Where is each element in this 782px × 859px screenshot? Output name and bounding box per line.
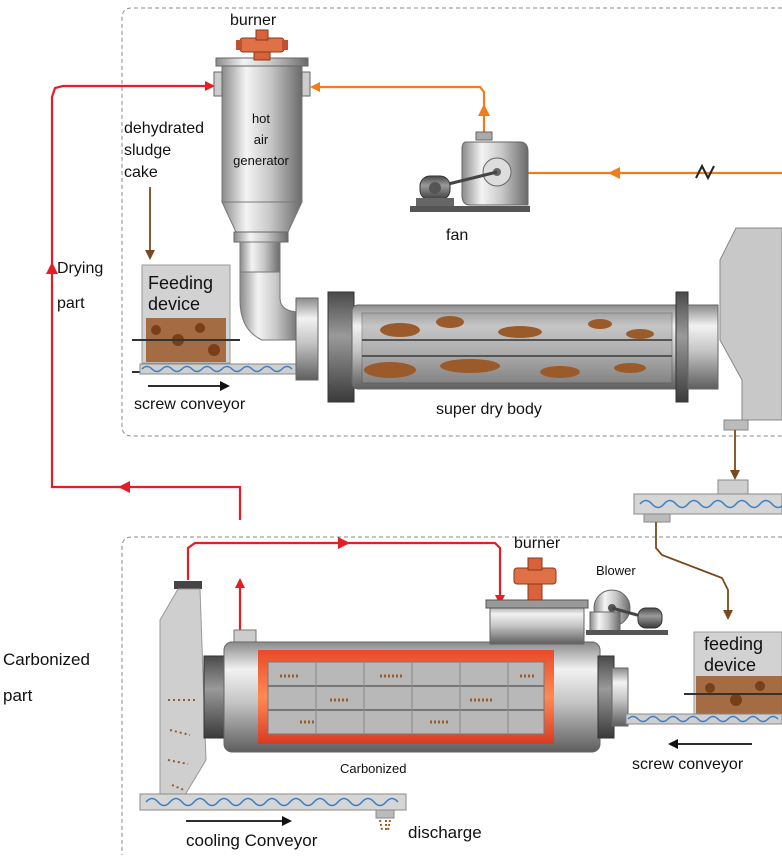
screw-conveyor-top-label: screw conveyor xyxy=(134,396,246,413)
discharge-label: discharge xyxy=(408,823,482,842)
discharge-chamber-top xyxy=(719,227,782,431)
blower-label: Blower xyxy=(596,563,636,578)
feeding-device-top xyxy=(132,264,240,373)
sludge-label-3: cake xyxy=(124,164,158,181)
hot-air-label-2: air xyxy=(254,132,269,147)
burner-icon xyxy=(236,29,288,61)
blower-icon xyxy=(586,589,668,635)
hot-air-generator xyxy=(213,57,311,341)
carbonizer-line-arrow xyxy=(338,537,350,549)
feeding-device-bottom xyxy=(684,631,782,721)
burner-icon xyxy=(513,557,557,601)
sludge-label-1: dehydrated xyxy=(124,120,204,137)
fan-up-arrow xyxy=(478,104,490,116)
carbonizer-inlet-chute xyxy=(159,581,207,801)
carbonized-section-border xyxy=(121,536,782,855)
hot-air-label-1: hot xyxy=(252,111,270,126)
hot-air-return-arrow-left xyxy=(118,481,130,493)
feeding-device-top-label-2: device xyxy=(148,294,200,314)
cooling-conveyor-label: cooling Conveyor xyxy=(186,831,318,850)
transfer-drop-line xyxy=(655,522,733,620)
burner-top-label: burner xyxy=(230,12,277,29)
drying-part-label-2: part xyxy=(57,295,85,312)
carbonizer-burner-housing xyxy=(485,599,589,645)
hot-air-return-arrow-up xyxy=(46,262,58,274)
fan-return-arrow xyxy=(608,167,620,179)
screw-conveyor-bottom xyxy=(625,713,782,725)
sludge-label-2: sludge xyxy=(124,142,171,159)
feeding-device-bottom-label-1: feeding xyxy=(704,634,763,654)
screw-conveyor-top xyxy=(139,363,301,375)
drying-section-border xyxy=(121,7,782,437)
check-valve-icon xyxy=(695,163,715,181)
cooling-conveyor xyxy=(139,793,407,832)
carbonized-part-label-2: part xyxy=(3,686,33,705)
carbonizer-to-burner-line xyxy=(186,541,505,605)
burner-bottom-label: burner xyxy=(514,535,561,552)
fan-label: fan xyxy=(446,227,468,244)
super-dry-body-label: super dry body xyxy=(436,401,542,418)
centrifugal-fan-icon xyxy=(410,131,530,212)
feeding-device-top-label-1: Feeding xyxy=(148,273,213,293)
transfer-screw-conveyor xyxy=(633,479,782,523)
super-dry-body xyxy=(295,291,719,403)
carbonized-label: Carbonized xyxy=(340,761,407,776)
feeding-device-bottom-label-2: device xyxy=(704,655,756,675)
hot-air-label-3: generator xyxy=(233,153,289,168)
carbonized-part-label-1: Carbonized xyxy=(3,650,90,669)
drying-part-label-1: Drying xyxy=(57,260,103,277)
carbonizer-drum xyxy=(203,629,629,753)
fan-to-generator-line xyxy=(310,82,486,135)
screw-conveyor-bottom-label: screw conveyor xyxy=(632,756,744,773)
hot-air-return-line xyxy=(50,81,242,520)
